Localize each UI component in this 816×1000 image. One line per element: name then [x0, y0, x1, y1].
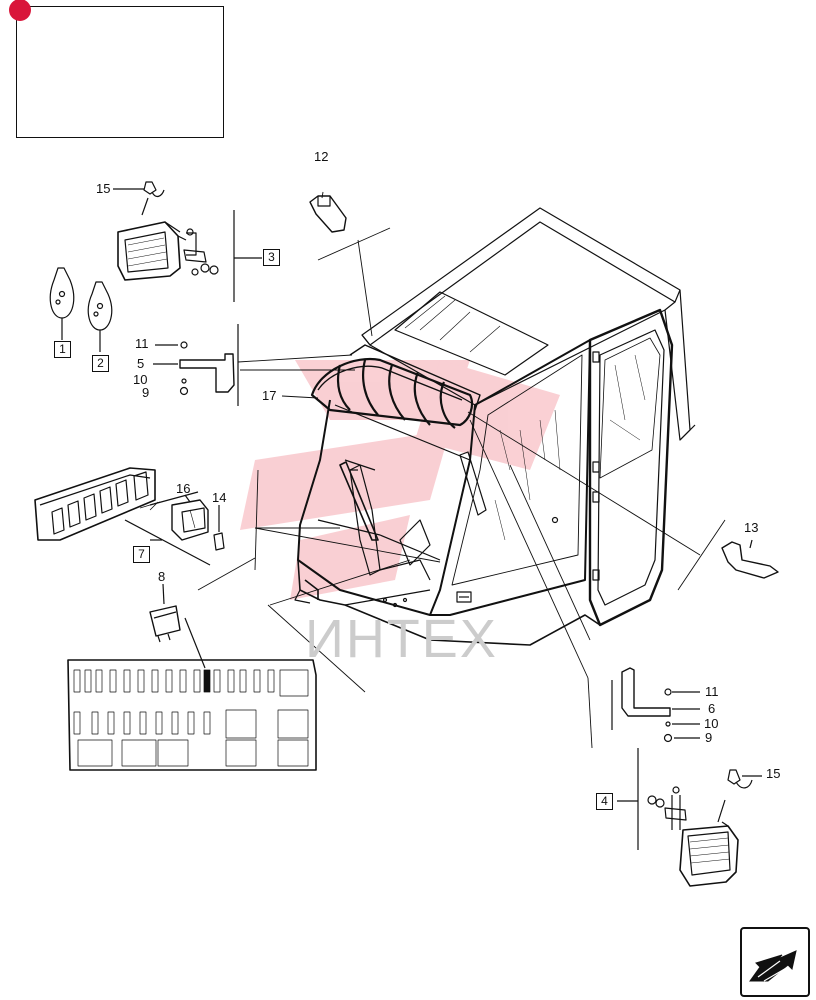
callout-11-right: 11 [705, 684, 719, 699]
boxed-callout-3: 3 [263, 249, 280, 266]
callout-14: 14 [212, 490, 227, 505]
callout-16: 16 [176, 481, 191, 496]
callout-8: 8 [158, 569, 166, 584]
callout-15-right: 15 [766, 766, 781, 781]
part-bracket-12 [309, 195, 347, 233]
part-bracket-13 [721, 539, 779, 579]
part-bracket-6 [611, 667, 700, 743]
boxed-callout-7: 7 [133, 546, 150, 563]
boxed-callout-2: 2 [92, 355, 109, 372]
cab-body [294, 207, 696, 646]
arrow-next-icon [749, 950, 797, 982]
callout-5: 5 [137, 356, 145, 371]
callout-9-right: 9 [705, 730, 713, 745]
part-connector-15-right [727, 769, 762, 789]
part-switch-16 [171, 494, 209, 541]
part-bracket-5 [153, 324, 239, 406]
leader-lines [197, 191, 726, 749]
callout-11-left: 11 [135, 336, 149, 351]
part-connector-15-top [113, 181, 165, 216]
part-work-lamp-4 [617, 748, 739, 887]
callout-9-left: 9 [142, 385, 150, 400]
next-page-button[interactable] [740, 927, 810, 997]
part-fuse-board [67, 659, 317, 771]
thumbnail-frame [9, 0, 224, 138]
part-switch-panel-7 [34, 467, 211, 566]
callout-13: 13 [744, 520, 759, 535]
part-flasher-1 [49, 267, 75, 338]
part-fuse-8 [149, 583, 206, 669]
part-work-lamp-3 [117, 210, 262, 302]
part-item-14 [213, 505, 225, 551]
watermark-text: ИНТЕХ [305, 609, 498, 669]
callout-12: 12 [314, 149, 329, 164]
boxed-callout-4: 4 [596, 793, 613, 810]
callout-15-top: 15 [96, 181, 111, 196]
callout-10-right: 10 [704, 716, 719, 731]
boxed-callout-1: 1 [54, 341, 71, 358]
part-flasher-2 [87, 281, 113, 352]
page-badge-icon [9, 0, 31, 21]
callout-6: 6 [708, 701, 716, 716]
callout-10-left: 10 [133, 372, 148, 387]
callout-17: 17 [262, 388, 277, 403]
